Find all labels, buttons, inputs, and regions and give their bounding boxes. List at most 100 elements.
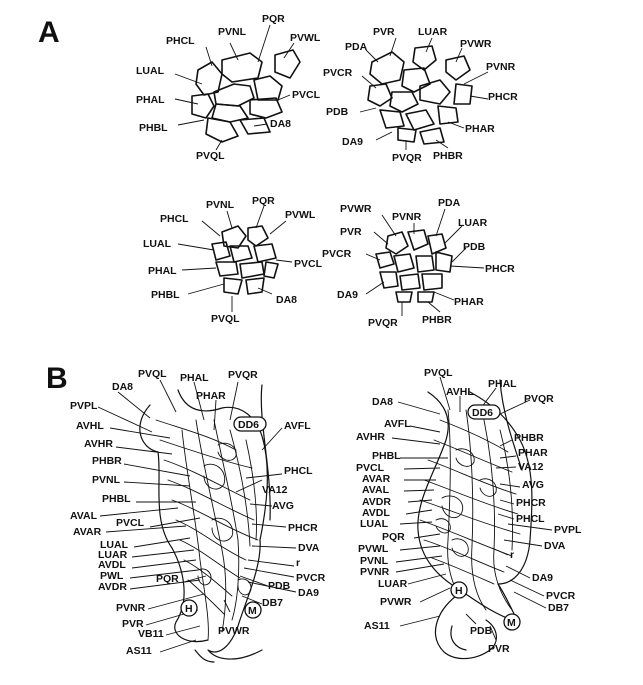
cell-label: PDB <box>470 625 493 637</box>
marker-m: M <box>244 601 262 619</box>
cell-label: DA9 <box>337 289 358 301</box>
cell-label: PVQL <box>196 150 225 162</box>
cell-label: PVR <box>122 618 144 630</box>
cell-label: PHAR <box>518 447 548 459</box>
cell-label: PHCL <box>284 465 313 477</box>
cell-label: PVNL <box>218 26 247 38</box>
cell-label: PVWL <box>285 209 316 221</box>
cell-label: PVCL <box>292 89 321 101</box>
cell-label: PVNR <box>116 602 146 614</box>
cell-label: PVNR <box>486 61 516 73</box>
cell-label: PHAR <box>454 296 484 308</box>
marker-label: M <box>507 617 516 629</box>
leader-lines <box>97 379 297 653</box>
cell-label: PVWR <box>460 38 492 50</box>
cell-label: PVQR <box>392 152 422 164</box>
marker-label: M <box>248 605 257 617</box>
cell-label: PVR <box>373 26 395 38</box>
cell-label: PVCL <box>356 462 385 474</box>
cell-label: PHAR <box>465 123 495 135</box>
cell-label: PVCR <box>296 572 326 584</box>
marker-label: H <box>185 603 193 615</box>
cell-label: AVDR <box>98 581 127 593</box>
cell-label: PVQL <box>211 313 240 325</box>
cell-label: PDB <box>326 106 349 118</box>
cell-label: PVPL <box>70 400 98 412</box>
cell-label: PHCR <box>516 497 546 509</box>
cell-label: DA8 <box>112 381 133 393</box>
cell-label: VB11 <box>138 628 164 640</box>
cell-label: PVCR <box>546 590 576 602</box>
cell-label: PVWL <box>290 32 321 44</box>
cell-label: LUAR <box>418 26 448 38</box>
cell-label: VA12 <box>262 484 288 496</box>
diagram-a2-right: PVWR PVNR PDA PVR LUAR PVCR PDB PHCR DA9… <box>322 197 515 329</box>
cell-label: PVQL <box>138 368 167 380</box>
cell-label: PVNL <box>92 474 121 486</box>
cell-label: PVPL <box>554 524 582 536</box>
cell-label: PVWR <box>218 625 250 637</box>
cell-label: PVWR <box>380 596 412 608</box>
leader-lines <box>391 376 553 641</box>
neuron-processes <box>155 419 259 641</box>
cell-label: PDA <box>438 197 461 209</box>
cell-outlines <box>367 45 473 145</box>
cell-label: PHAL <box>180 372 209 384</box>
cell-outlines <box>211 225 279 295</box>
cell-label: PVQL <box>424 367 453 379</box>
cell-label: PVQR <box>228 369 258 381</box>
cell-label: DB7 <box>262 597 283 609</box>
cell-label: PHAL <box>136 94 165 106</box>
cell-label: PVWL <box>358 543 389 555</box>
cell-label: DA9 <box>342 136 363 148</box>
cell-label: PVNR <box>360 566 390 578</box>
cell-label: PVR <box>488 643 510 655</box>
cell-label: PVCR <box>322 248 352 260</box>
cell-label: AVDL <box>98 559 126 571</box>
cell-outlines <box>375 229 453 303</box>
cell-label: AVAL <box>362 484 390 496</box>
cell-label: PVNL <box>360 555 389 567</box>
cell-label: AVHL <box>76 420 104 432</box>
cell-label: LUAL <box>136 65 165 77</box>
cell-label: PHAR <box>196 390 226 402</box>
cell-label: PQR <box>156 573 179 585</box>
cell-label: r <box>510 549 514 561</box>
cell-label: AVHR <box>84 438 113 450</box>
cell-label: PHAL <box>488 378 517 390</box>
cell-label: PHBR <box>433 150 463 162</box>
cell-label: PHBL <box>139 122 168 134</box>
leader-lines <box>359 37 489 150</box>
cell-label: PHBL <box>102 493 131 505</box>
cell-label: PVCL <box>116 517 145 529</box>
cell-label: r <box>296 557 300 569</box>
cell-label: AS11 <box>364 620 390 632</box>
cell-label: DVA <box>298 542 320 554</box>
cell-label: PHCR <box>485 263 515 275</box>
cell-label: DA9 <box>532 572 553 584</box>
neuron-processes <box>419 409 521 611</box>
cell-label: DA8 <box>270 118 291 130</box>
marker-h: H <box>450 581 468 599</box>
cell-label: PHBR <box>92 455 122 467</box>
cell-label: LUAL <box>143 238 172 250</box>
cell-label: DVA <box>544 540 566 552</box>
cell-label: PHCR <box>488 91 518 103</box>
cell-label: PWL <box>100 570 124 582</box>
cell-label: PVCR <box>323 67 353 79</box>
cell-label: DB7 <box>548 602 569 614</box>
cell-label: PHCL <box>166 35 195 47</box>
cell-label: DA8 <box>276 294 297 306</box>
cell-label: PQR <box>262 13 285 25</box>
cell-label: LUAL <box>360 518 389 530</box>
panel-label-b: B <box>46 362 68 395</box>
cell-label: PQR <box>252 195 275 207</box>
cell-label: DA8 <box>372 396 393 408</box>
cell-label: AVG <box>272 500 294 512</box>
cell-label: PVQR <box>368 317 398 329</box>
cell-label: AVAR <box>362 473 391 485</box>
cell-label: PHBL <box>151 289 180 301</box>
diagram-b2: DD6 H M PVQL AVHL PHAL DA8 PVQR AVFL AVH… <box>356 367 582 660</box>
cell-label: PVCL <box>294 258 323 270</box>
